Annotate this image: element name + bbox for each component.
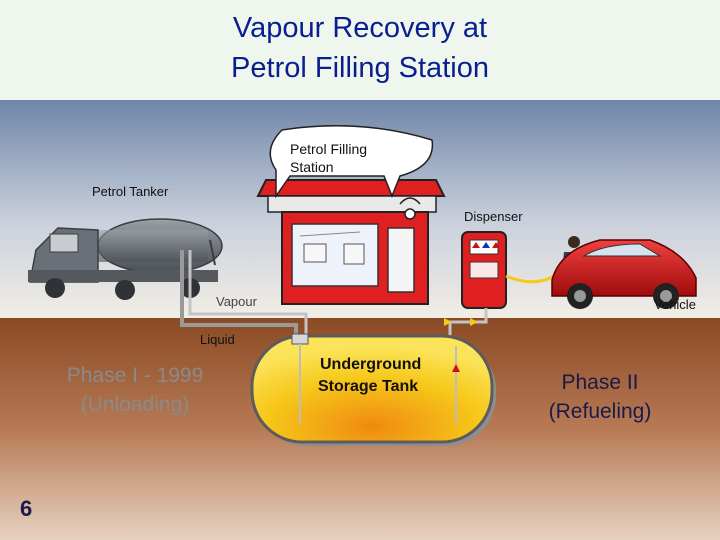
slide-number: 6 <box>20 496 33 521</box>
phase-1-label: Phase I - 1999 (Unloading) <box>40 361 230 419</box>
flow-arrow <box>470 318 478 326</box>
vapour-label: Vapour <box>216 294 257 309</box>
phase-2-line-2: (Refueling) <box>548 400 652 423</box>
station-building <box>256 179 446 305</box>
title-line-2: Petrol Filling Station <box>231 52 489 84</box>
station-callout-label-1: Petrol Filling <box>290 141 368 157</box>
page-title: Vapour Recovery at Petrol Filling Statio… <box>0 0 720 100</box>
vehicle-label: Vehicle <box>654 297 696 312</box>
title-line-1: Vapour Recovery at <box>232 12 488 44</box>
phase-2-line-1: Phase II <box>561 371 639 394</box>
dispenser <box>461 231 507 309</box>
storage-tank <box>250 333 496 446</box>
petrol-tanker <box>28 218 223 300</box>
station-callout-bubble <box>269 125 434 199</box>
vapour-pipe <box>188 250 308 350</box>
dispenser-label: Dispenser <box>464 209 523 224</box>
flow-arrow <box>444 318 452 326</box>
phase-2-label: Phase II (Refueling) <box>520 368 680 426</box>
liquid-label: Liquid <box>200 332 235 347</box>
tank-label-2: Storage Tank <box>318 378 419 395</box>
phase-1-line-2: (Unloading) <box>80 393 190 416</box>
station-callout-label-2: Station <box>290 159 334 175</box>
vehicle <box>551 239 697 309</box>
phase-1-line-1: Phase I - 1999 <box>66 364 204 387</box>
tanker-label: Petrol Tanker <box>92 184 169 199</box>
tank-label-1: Underground <box>320 356 422 373</box>
